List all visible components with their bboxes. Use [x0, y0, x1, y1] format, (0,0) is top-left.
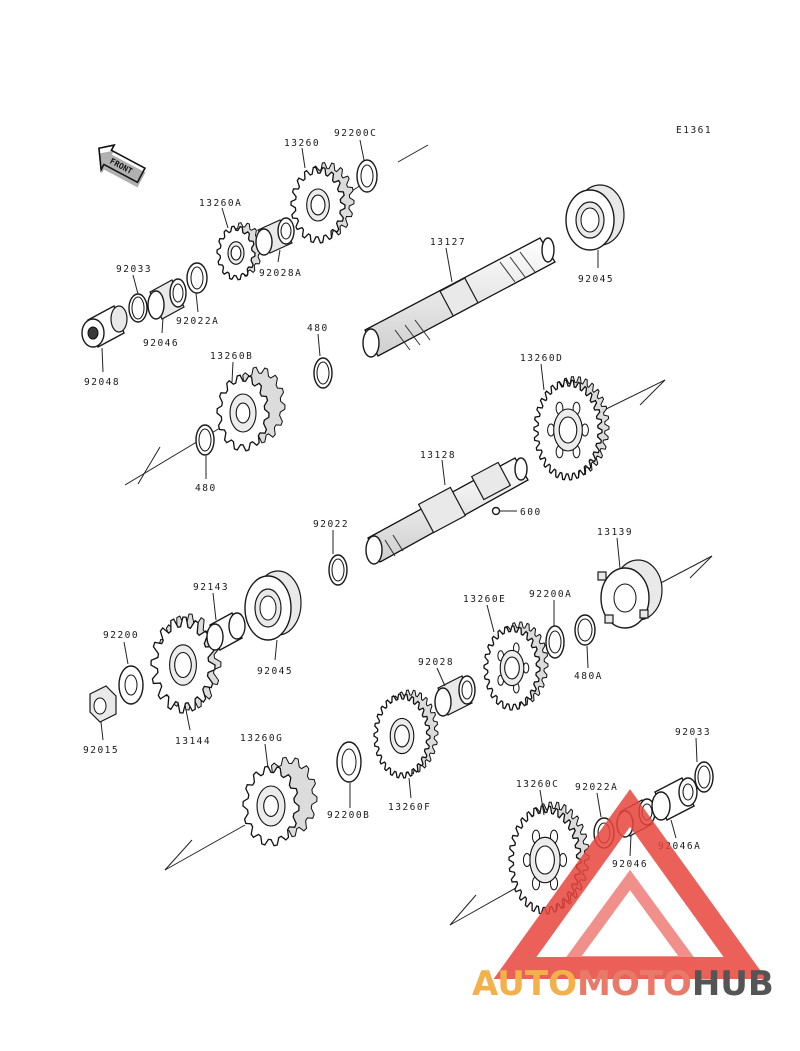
axis-line-right-2b	[689, 555, 713, 579]
watermark-auto: AUTO	[472, 964, 577, 1004]
part-label-92028: 92028	[418, 657, 454, 668]
washer-92200C	[356, 159, 378, 193]
leader-lines	[100, 139, 698, 857]
watermark-triangle-icon	[493, 789, 767, 979]
part-labels: 13260 92200C 13260A 92028A 13127 92045 9…	[83, 128, 711, 870]
part-label-13260F: 13260F	[388, 802, 431, 813]
part-label-480-lower: 480	[195, 483, 217, 494]
bushing-92028A	[255, 217, 295, 256]
axis-line-right-1b	[639, 379, 666, 406]
part-label-13260D: 13260D	[520, 353, 563, 364]
part-label-13127: 13127	[430, 237, 466, 248]
snap-ring-92033	[128, 293, 148, 323]
gear-13260G	[242, 756, 318, 847]
axis-line-left-1b	[137, 446, 161, 485]
part-label-92022A-top: 92022A	[176, 316, 219, 327]
axis-line-right-1	[595, 379, 666, 415]
needle-bearing-92046	[147, 278, 187, 320]
part-label-13139: 13139	[597, 527, 633, 538]
part-label-92015: 92015	[83, 745, 119, 756]
part-label-92046-lower: 92046	[612, 859, 648, 870]
watermark-hub: HUB	[692, 964, 774, 1004]
gear-13260	[290, 162, 355, 244]
steel-ball-600	[491, 506, 501, 516]
ball-bearing-92045-lower	[244, 570, 302, 641]
part-label-92200C: 92200C	[334, 128, 377, 139]
part-label-92143: 92143	[193, 582, 229, 593]
washer-92022A	[186, 262, 208, 294]
part-label-13144: 13144	[175, 736, 211, 747]
part-label-92200A: 92200A	[529, 589, 572, 600]
part-label-480-upper: 480	[307, 323, 329, 334]
collar-92143	[206, 612, 246, 651]
sprocket-13144	[150, 613, 222, 714]
washer-92200B	[336, 741, 362, 783]
axis-line-top	[397, 144, 429, 163]
collar-92046A	[651, 777, 698, 821]
part-label-92033-top: 92033	[116, 264, 152, 275]
part-label-92028A: 92028A	[259, 268, 302, 279]
axis-line-left-2	[164, 824, 246, 871]
ball-bearing-92045-top	[565, 184, 625, 251]
part-label-13260C: 13260C	[516, 779, 559, 790]
front-arrow-icon: FRONT	[98, 143, 147, 188]
part-label-13260B: 13260B	[210, 351, 253, 362]
watermark-moto: MOTO	[577, 964, 692, 1004]
part-label-92046A: 92046A	[658, 841, 701, 852]
snap-ring-480-upper	[313, 357, 333, 389]
part-label-92022: 92022	[313, 519, 349, 530]
lock-washer-92200	[118, 665, 144, 705]
part-label-13260: 13260	[284, 138, 320, 149]
part-label-13260E: 13260E	[463, 594, 506, 605]
part-label-13260A: 13260A	[199, 198, 242, 209]
gear-hub-13139	[597, 559, 663, 629]
washer-92022	[328, 554, 348, 586]
gear-13260F	[373, 689, 439, 779]
collar-92048	[81, 305, 128, 348]
part-label-13260G: 13260G	[240, 733, 283, 744]
gear-13260A	[216, 222, 263, 281]
part-label-480A: 480A	[574, 671, 603, 682]
part-label-13128: 13128	[420, 450, 456, 461]
washer-92200A	[545, 625, 565, 659]
gear-13260E	[483, 621, 549, 711]
watermark-text: AUTOMOTOHUB	[472, 964, 774, 1004]
watermark: AUTOMOTOHUB	[472, 789, 774, 1004]
part-label-92046-top: 92046	[143, 338, 179, 349]
shaft-13128	[365, 457, 529, 565]
part-label-92045-lower: 92045	[257, 666, 293, 677]
part-label-92022A-lower: 92022A	[575, 782, 618, 793]
part-label-600: 600	[520, 507, 542, 518]
shaft-13127	[362, 237, 556, 358]
diagram-code: E1361	[676, 125, 712, 136]
snap-ring-480A	[574, 614, 596, 646]
snap-ring-480-lower	[195, 424, 215, 456]
part-label-92048: 92048	[84, 377, 120, 388]
axis-line-right-2	[654, 555, 713, 587]
nut-92015	[89, 685, 117, 723]
part-label-92045-top: 92045	[578, 274, 614, 285]
gear-13260D	[533, 376, 610, 481]
part-label-92200: 92200	[103, 630, 139, 641]
snap-ring-92033-lower	[694, 761, 714, 793]
axis-line-left-3b	[449, 894, 477, 926]
part-label-92033-lower: 92033	[675, 727, 711, 738]
gear-13260B	[216, 366, 286, 452]
axis-line-left-2b	[164, 839, 193, 871]
part-label-92200B: 92200B	[327, 810, 370, 821]
bushing-92028	[434, 675, 476, 717]
